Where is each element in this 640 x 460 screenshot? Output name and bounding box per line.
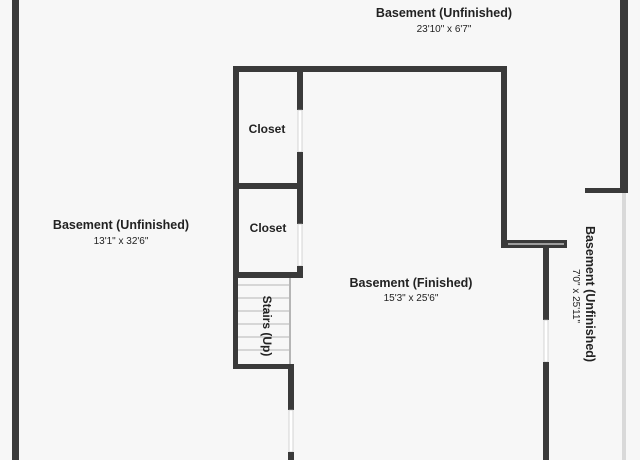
outer-wall-right-bottom xyxy=(622,193,626,460)
stairs-wall-left xyxy=(233,272,238,368)
finished-wall-right xyxy=(501,66,507,248)
closet-upper-label: Closet xyxy=(249,122,286,136)
stairs-rail xyxy=(289,278,291,366)
room-name-unfinished-left: Basement (Unfinished) xyxy=(53,218,189,232)
stairs-label: Stairs (Up) xyxy=(260,296,274,357)
closet-wall-top xyxy=(233,66,303,72)
closet-wall-right-a xyxy=(297,66,303,110)
finished-wall-left-b xyxy=(288,452,294,460)
right-room-wall-a xyxy=(543,248,549,320)
closet-wall-left xyxy=(233,66,239,277)
closet-wall-bottom xyxy=(233,272,303,278)
room-name-unfinished-top: Basement (Unfinished) xyxy=(376,6,512,20)
right-room-door[interactable] xyxy=(543,319,549,363)
closet-lower-label: Closet xyxy=(250,221,287,235)
closet-door-upper[interactable] xyxy=(297,109,303,153)
right-room-wall-b xyxy=(543,362,549,460)
outer-wall-right-top xyxy=(620,0,628,192)
wall-right-stub xyxy=(585,188,628,193)
finished-wall-top xyxy=(297,66,507,72)
stair-treads xyxy=(238,284,290,351)
closet-divider xyxy=(233,183,303,189)
room-dim-unfinished-top: 23'10" x 6'7" xyxy=(417,24,472,35)
closet-wall-right-c xyxy=(297,266,303,278)
finished-wall-left-a xyxy=(288,364,294,410)
room-name-unfinished-right: Basement (Unfinished) xyxy=(583,226,597,362)
outer-wall-left xyxy=(12,0,19,460)
stairs-wall-bottom xyxy=(233,364,293,369)
closet-door-lower[interactable] xyxy=(297,223,303,267)
room-dim-unfinished-left: 13'1" x 32'6" xyxy=(94,236,149,247)
room-dim-unfinished-right: 7'0" x 25'11" xyxy=(570,269,581,324)
finished-door[interactable] xyxy=(288,409,294,453)
room-dim-finished: 15'3" x 25'6" xyxy=(384,293,439,304)
closet-wall-right-b xyxy=(297,152,303,224)
room-name-finished: Basement (Finished) xyxy=(350,276,473,290)
